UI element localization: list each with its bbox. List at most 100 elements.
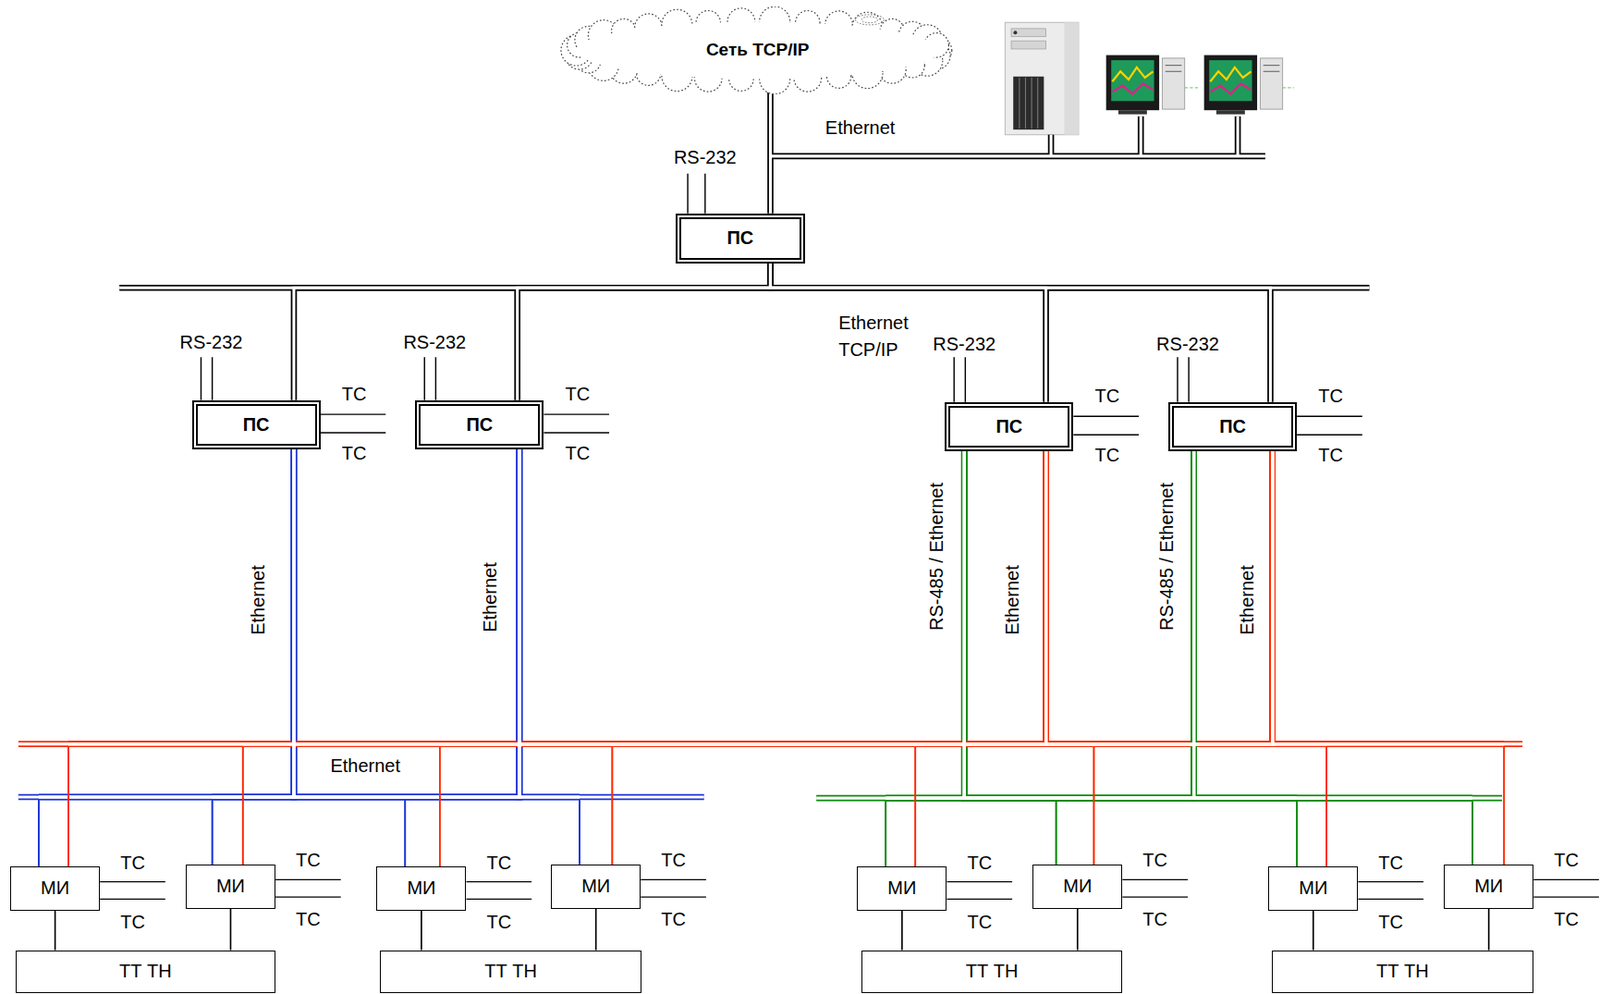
signal-stub xyxy=(1073,433,1139,435)
signal-stub xyxy=(466,880,533,882)
signal-stub xyxy=(1176,356,1178,403)
ethernet-link xyxy=(769,90,772,213)
signal-stub xyxy=(1533,879,1600,880)
ethernet-link xyxy=(769,263,1046,403)
signal-stub xyxy=(320,413,387,415)
signal-label: ТС xyxy=(341,380,367,408)
rs485-link xyxy=(885,451,1194,798)
cable xyxy=(1282,86,1295,88)
meter-drop xyxy=(37,799,40,867)
ethernet-bus xyxy=(769,154,1265,158)
pc-tower xyxy=(1259,58,1283,110)
signal-stub xyxy=(1187,356,1189,403)
signal-label: ТС xyxy=(966,848,992,876)
ethernet-drop xyxy=(1234,116,1242,157)
ethernet-link xyxy=(767,90,774,213)
monitor-screen xyxy=(1209,60,1252,101)
line-label: Ethernet xyxy=(1236,564,1259,636)
ethernet-link xyxy=(517,263,771,401)
network-cloud: Сеть TCP/IP xyxy=(556,6,960,95)
signal-stub xyxy=(1533,895,1600,897)
meter-box: МИ xyxy=(10,866,100,910)
meter-box: МИ xyxy=(1032,864,1123,908)
rs485-link xyxy=(964,451,1056,798)
signal-label: ТС xyxy=(1142,845,1168,873)
meter-box: МИ xyxy=(1268,866,1358,910)
signal-stub xyxy=(640,895,707,897)
ethernet-link xyxy=(439,451,1047,745)
rs485-link xyxy=(1194,451,1297,798)
ethernet-link xyxy=(243,451,1273,745)
rs485-link xyxy=(1056,451,1195,798)
ethernet-link xyxy=(243,451,1047,745)
signal-stub xyxy=(946,898,1013,900)
meter-box: МИ xyxy=(1443,864,1534,908)
signal-label: ТС xyxy=(660,904,686,932)
signal-stub xyxy=(320,431,387,433)
signal-stub xyxy=(1357,898,1424,900)
server-box: ПС xyxy=(1168,402,1297,452)
ethernet-link xyxy=(293,263,771,401)
node-text: ПС xyxy=(1219,415,1246,438)
node-text: МИ xyxy=(40,877,70,899)
ethernet-link xyxy=(1272,451,1505,745)
ethernet-link xyxy=(517,263,771,401)
meter-drop xyxy=(578,799,581,865)
signal-stub xyxy=(275,879,342,880)
network-label: Ethernet xyxy=(329,751,401,779)
port-label: RS-232 xyxy=(403,328,466,355)
rs485-link xyxy=(1194,451,1473,798)
node-text: МИ xyxy=(1062,875,1092,897)
monitor-screen xyxy=(1111,60,1154,101)
port-label: RS-232 xyxy=(1156,330,1220,358)
cloud-fill xyxy=(575,21,940,79)
port-label: RS-232 xyxy=(673,144,737,171)
signal-stub xyxy=(200,356,202,400)
meter-drop xyxy=(1325,746,1328,867)
measurement-link xyxy=(1488,907,1491,950)
ethernet-link xyxy=(439,451,1047,745)
signal-stub xyxy=(99,880,166,882)
signal-stub xyxy=(1122,895,1188,897)
monitor-base xyxy=(1216,109,1246,114)
signal-stub xyxy=(704,173,706,214)
signal-stub xyxy=(211,356,213,400)
pc-drive xyxy=(1165,64,1183,66)
signal-label: ТС xyxy=(564,439,590,467)
signal-stub xyxy=(424,356,426,400)
signal-label: ТС xyxy=(1142,904,1168,932)
monitor-bezel xyxy=(1106,55,1160,111)
signal-label: ТС xyxy=(1378,848,1404,876)
node-text: ПС xyxy=(465,414,493,436)
node-text: МИ xyxy=(581,875,611,897)
node-text: ПС xyxy=(243,414,270,436)
server-vent-slot xyxy=(1037,77,1039,129)
node-text: ПС xyxy=(995,415,1023,438)
meter-drop xyxy=(884,800,887,867)
meter-drop xyxy=(67,746,70,867)
server-vent-slot xyxy=(1031,77,1033,129)
ethernet-link xyxy=(243,451,1273,745)
rs485-link xyxy=(885,451,965,798)
ethernet-drop xyxy=(1050,134,1053,157)
meter-drop xyxy=(1093,746,1096,865)
screen-chart xyxy=(1111,84,1153,95)
signal-stub xyxy=(1296,415,1363,417)
cloud-swirl xyxy=(861,16,879,24)
ethernet-link xyxy=(1046,451,1095,745)
measurement-link xyxy=(1312,909,1315,950)
meter-drop xyxy=(242,746,245,865)
signal-label: ТС xyxy=(564,380,590,408)
ethernet-link xyxy=(1046,451,1505,745)
ethernet-link xyxy=(1046,451,1328,745)
rs485-link xyxy=(1194,451,1297,798)
ethernet-link xyxy=(1272,451,1505,745)
monitor-bezel xyxy=(1204,55,1258,111)
ethernet-link xyxy=(68,451,1273,745)
ethernet-link xyxy=(915,451,1046,745)
measurement-link xyxy=(420,909,423,950)
server-box: ПС xyxy=(944,402,1074,452)
meter-drop xyxy=(1502,746,1505,865)
